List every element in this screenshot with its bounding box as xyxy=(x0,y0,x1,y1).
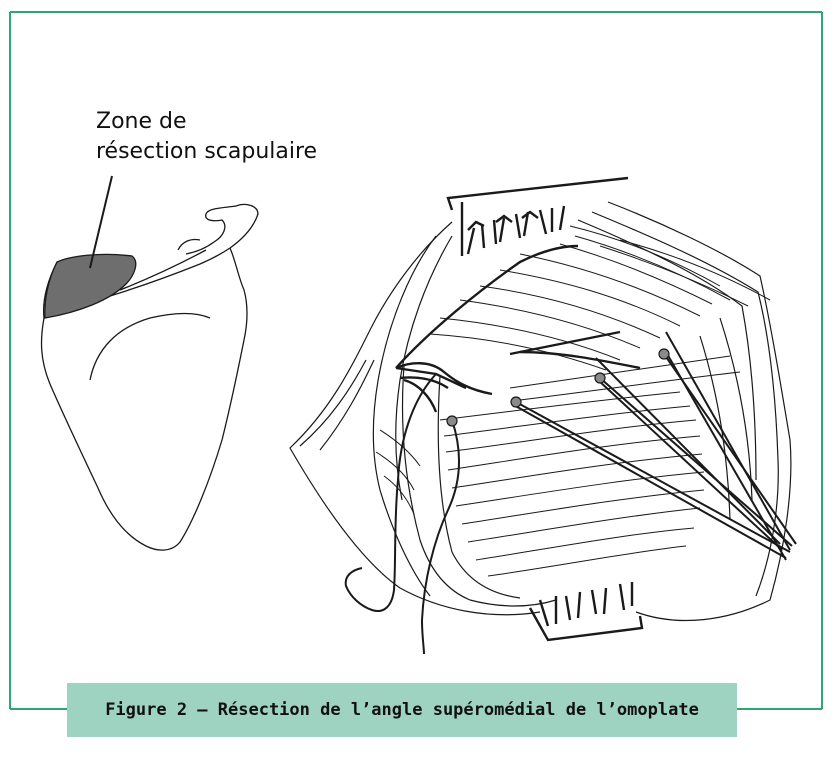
figure-caption: Figure 2 – Résection de l’angle supéromé… xyxy=(105,700,699,720)
muscle-edges xyxy=(300,212,778,606)
muscle-fibers-upper xyxy=(430,226,770,370)
scapula-outline xyxy=(42,204,258,550)
surgical-field xyxy=(290,178,796,654)
suture-knot xyxy=(447,416,457,426)
callout-line-1: Zone de xyxy=(96,107,317,137)
suture-knot xyxy=(595,373,605,383)
muscle-fibers-lower xyxy=(376,356,740,576)
suture-knot xyxy=(659,349,669,359)
bottom-retractor xyxy=(530,582,642,640)
figure-caption-box: Figure 2 – Résection de l’angle supéromé… xyxy=(67,683,737,737)
suture-knot xyxy=(511,397,521,407)
callout-line-2: résection scapulaire xyxy=(96,137,317,167)
sutures xyxy=(346,332,796,654)
resection-zone-label: Zone de résection scapulaire xyxy=(96,107,317,167)
